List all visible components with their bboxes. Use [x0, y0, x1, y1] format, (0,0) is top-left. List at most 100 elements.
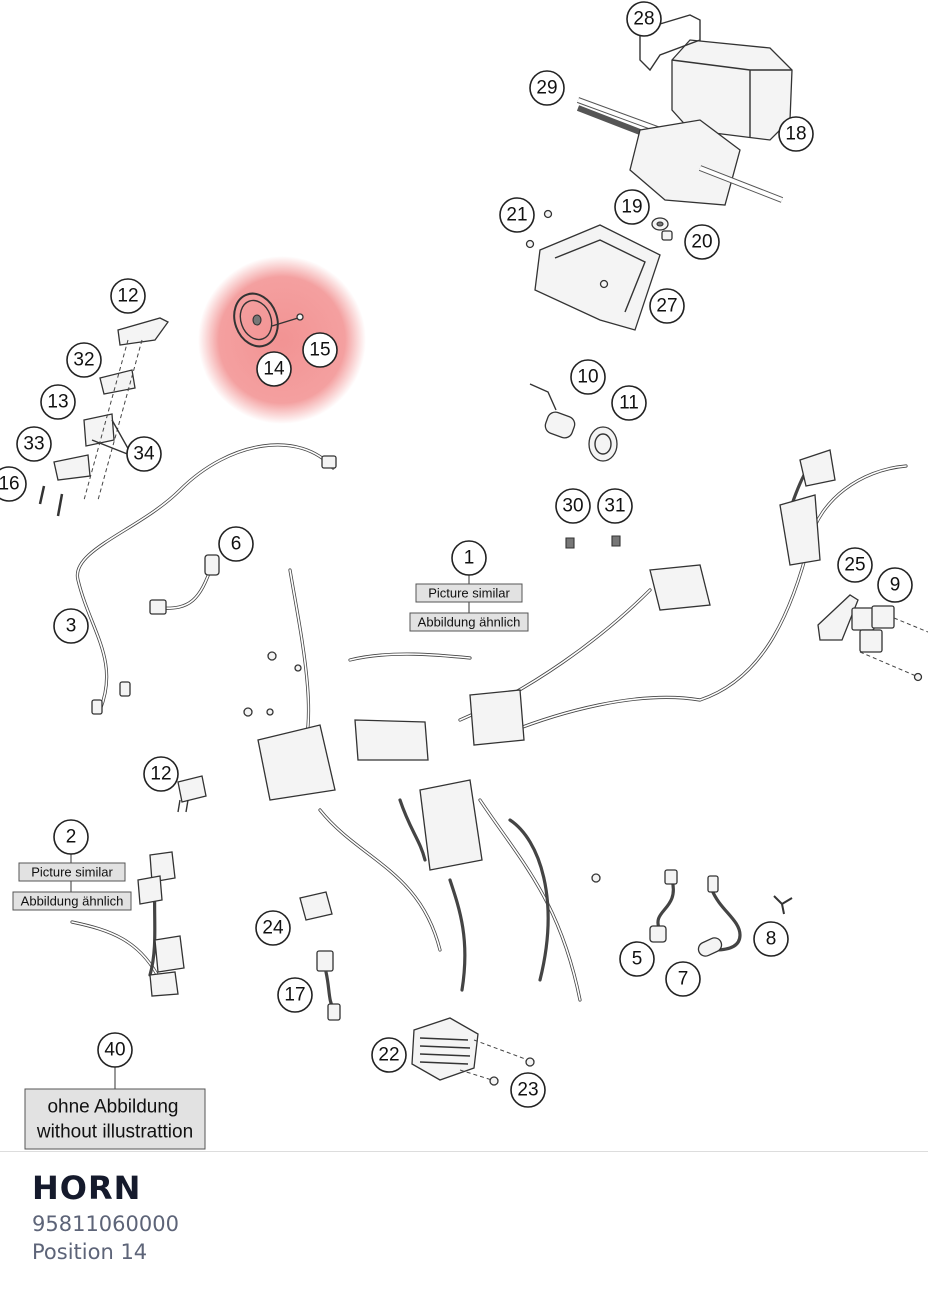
callout-11[interactable]: 11: [611, 385, 647, 421]
connector-12[interactable]: [177, 775, 207, 813]
note-abbildung-aehnlich-1: Abbildung ähnlich: [409, 612, 529, 632]
callout-12[interactable]: 12: [110, 278, 146, 314]
callout-28[interactable]: 28: [626, 1, 662, 37]
svg-text:23: 23: [517, 1080, 538, 1101]
svg-text:33: 33: [23, 434, 44, 455]
svg-text:without illustrattion: without illustrattion: [36, 1122, 193, 1143]
part-position: Position 14: [32, 1240, 148, 1264]
callout-29[interactable]: 29: [529, 70, 565, 106]
callout-5[interactable]: 5: [619, 941, 655, 977]
svg-text:20: 20: [691, 232, 712, 253]
callout-31[interactable]: 31: [597, 488, 633, 524]
callout-19[interactable]: 19: [614, 189, 650, 225]
clip-8[interactable]: [773, 895, 793, 915]
svg-text:6: 6: [231, 534, 242, 555]
svg-text:17: 17: [284, 985, 305, 1006]
exploded-parts-diagram: Picture similar Abbildung ähnlich Pictur…: [0, 1, 928, 1150]
callout-2[interactable]: 2: [53, 819, 89, 855]
svg-text:1: 1: [464, 548, 475, 569]
note-picture-similar-2: Picture similar: [18, 862, 126, 882]
svg-text:34: 34: [133, 444, 155, 465]
connector-17[interactable]: [316, 950, 341, 1021]
callout-3[interactable]: 3: [53, 608, 89, 644]
svg-text:12: 12: [117, 286, 138, 307]
svg-text:8: 8: [766, 929, 777, 950]
svg-text:3: 3: [66, 616, 77, 637]
svg-text:2: 2: [66, 827, 77, 848]
callout-20[interactable]: 20: [684, 224, 720, 260]
svg-text:Picture similar: Picture similar: [31, 865, 113, 880]
socket-part[interactable]: [529, 383, 618, 462]
svg-text:25: 25: [844, 555, 865, 576]
part-title: HORN: [32, 1169, 142, 1207]
callout-40[interactable]: 40: [97, 1032, 133, 1068]
callout-9[interactable]: 9: [877, 567, 913, 603]
sensor-7[interactable]: [696, 875, 742, 958]
callout-30[interactable]: 30: [555, 488, 591, 524]
callout-8[interactable]: 8: [753, 921, 789, 957]
battery-holder-part[interactable]: [576, 97, 784, 206]
left-bracket-assembly[interactable]: [38, 317, 169, 517]
svg-text:18: 18: [785, 124, 806, 145]
svg-text:30: 30: [562, 496, 583, 517]
svg-text:16: 16: [0, 474, 20, 495]
callout-15[interactable]: 15: [302, 332, 338, 368]
svg-text:22: 22: [378, 1045, 399, 1066]
callout-21[interactable]: 21: [499, 197, 535, 233]
horn-part[interactable]: [227, 287, 304, 352]
note-picture-similar-1: Picture similar: [415, 583, 523, 603]
note-abbildung-aehnlich-2: Abbildung ähnlich: [12, 891, 132, 911]
callout-16[interactable]: 16: [0, 466, 27, 502]
callout-14[interactable]: 14: [256, 351, 292, 387]
fuse-parts[interactable]: [565, 535, 621, 549]
callout-7[interactable]: 7: [665, 961, 701, 997]
callout-33[interactable]: 33: [16, 426, 52, 462]
svg-text:13: 13: [47, 392, 68, 413]
svg-text:5: 5: [632, 949, 643, 970]
svg-text:14: 14: [263, 359, 285, 380]
callout-1[interactable]: 1: [451, 540, 487, 576]
svg-text:15: 15: [309, 340, 330, 361]
sensor-5[interactable]: [649, 869, 678, 943]
svg-text:31: 31: [604, 496, 625, 517]
note-without-illustration: ohne Abbildung without illustrattion: [24, 1088, 206, 1150]
main-wire-harness[interactable]: [243, 449, 908, 1002]
relay-block-25[interactable]: [817, 594, 928, 682]
callout-34[interactable]: 34: [126, 436, 162, 472]
callout-23[interactable]: 23: [510, 1072, 546, 1108]
svg-text:19: 19: [621, 197, 642, 218]
callout-17[interactable]: 17: [277, 977, 313, 1013]
selected-part-highlight: [198, 256, 366, 424]
svg-text:24: 24: [262, 918, 284, 939]
svg-text:21: 21: [506, 205, 527, 226]
svg-text:11: 11: [619, 393, 639, 414]
svg-text:Abbildung ähnlich: Abbildung ähnlich: [418, 615, 521, 630]
svg-text:40: 40: [104, 1040, 125, 1061]
svg-text:32: 32: [73, 350, 94, 371]
relay-24[interactable]: [299, 891, 333, 921]
part-info: HORN 95811060000 Position 14: [32, 1166, 179, 1266]
callout-25[interactable]: 25: [837, 547, 873, 583]
wire-harness-2[interactable]: [70, 851, 185, 997]
svg-text:28: 28: [633, 9, 654, 30]
voltage-regulator-22[interactable]: [411, 1017, 535, 1086]
callout-10[interactable]: 10: [570, 359, 606, 395]
part-number: 95811060000: [32, 1212, 179, 1236]
svg-text:ohne Abbildung: ohne Abbildung: [47, 1097, 178, 1118]
sensor-cable-6[interactable]: [149, 554, 220, 615]
wire-harness-3[interactable]: [75, 443, 337, 715]
callout-13[interactable]: 13: [40, 384, 76, 420]
callout-24[interactable]: 24: [255, 910, 291, 946]
callout-12-lower[interactable]: 12: [143, 756, 179, 792]
callout-18[interactable]: 18: [778, 116, 814, 152]
battery-box-part[interactable]: [639, 14, 793, 141]
svg-text:Picture similar: Picture similar: [428, 586, 510, 601]
callout-22[interactable]: 22: [371, 1037, 407, 1073]
callout-27[interactable]: 27: [649, 288, 685, 324]
battery-tray-part[interactable]: [525, 209, 673, 331]
callout-32[interactable]: 32: [66, 342, 102, 378]
svg-text:9: 9: [890, 575, 901, 596]
callout-6[interactable]: 6: [218, 526, 254, 562]
svg-text:27: 27: [656, 296, 677, 317]
svg-text:29: 29: [536, 78, 557, 99]
